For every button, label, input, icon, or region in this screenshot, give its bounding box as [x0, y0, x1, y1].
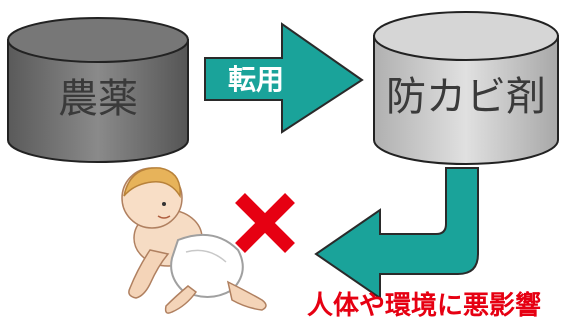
source-cylinder: 農薬: [7, 17, 189, 163]
source-cylinder-label: 農薬: [58, 76, 138, 122]
warning-text: 人体や環境に悪影響: [307, 290, 541, 321]
conversion-arrow-label: 転用: [228, 63, 284, 96]
target-cylinder: 防カビ剤: [373, 11, 559, 165]
conversion-arrow: 転用: [204, 22, 364, 134]
crawling-baby-illustration: [121, 167, 267, 314]
target-cylinder-label: 防カビ剤: [386, 74, 546, 120]
return-arrow: [314, 167, 479, 300]
x-mark-icon: [235, 193, 295, 253]
